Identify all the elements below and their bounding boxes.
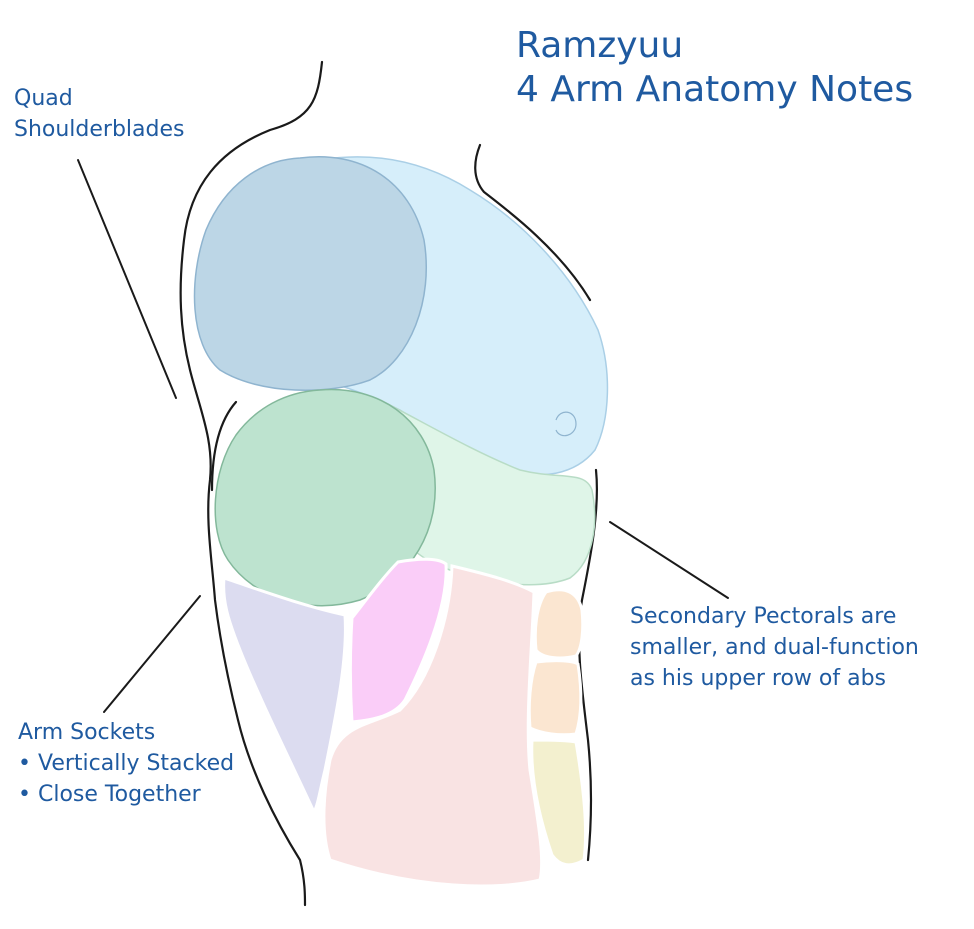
pectorals-line-1: Secondary Pectorals are: [630, 604, 897, 629]
pectorals-leader: [609, 521, 729, 599]
title-subtitle: 4 Arm Anatomy Notes: [516, 68, 914, 110]
shoulderblades-line-2: Shoulderblades: [14, 116, 185, 142]
nipple: [555, 411, 577, 437]
shoulderblades-leader: [77, 159, 177, 399]
serratus-region: [222, 575, 347, 816]
ab-upper: [533, 588, 585, 660]
arm-sockets-bullet: Vertically Stacked: [18, 749, 234, 780]
upper-shoulderblade: [193, 156, 428, 391]
back-outline: [179, 60, 324, 907]
ab-middle: [527, 659, 583, 737]
pectorals-line-2: smaller, and dual-function: [630, 634, 919, 660]
pectorals-line-3: as his upper row of abs: [630, 665, 887, 691]
shoulderblades-line-1: Quad: [14, 86, 73, 111]
sockets-leader: [103, 595, 201, 713]
arm-sockets-bullet: Close Together: [18, 780, 234, 811]
leader-lines: [77, 159, 729, 713]
stomach-region: [322, 564, 544, 888]
underarm-contour: [210, 400, 238, 492]
arm-sockets-heading: Arm Sockets: [18, 720, 156, 745]
label-secondary-pectorals: Secondary Pectorals are smaller, and dua…: [630, 602, 919, 694]
diagram-title: Ramzyuu 4 Arm Anatomy Notes: [516, 24, 913, 112]
ab-lower: [530, 738, 588, 867]
label-shoulderblades: Quad Shoulderblades: [14, 84, 185, 146]
label-arm-sockets: Arm Sockets Vertically Stacked Close Tog…: [18, 718, 234, 810]
author-name: Ramzyuu: [516, 25, 684, 66]
front-neck-outline: [474, 143, 592, 302]
